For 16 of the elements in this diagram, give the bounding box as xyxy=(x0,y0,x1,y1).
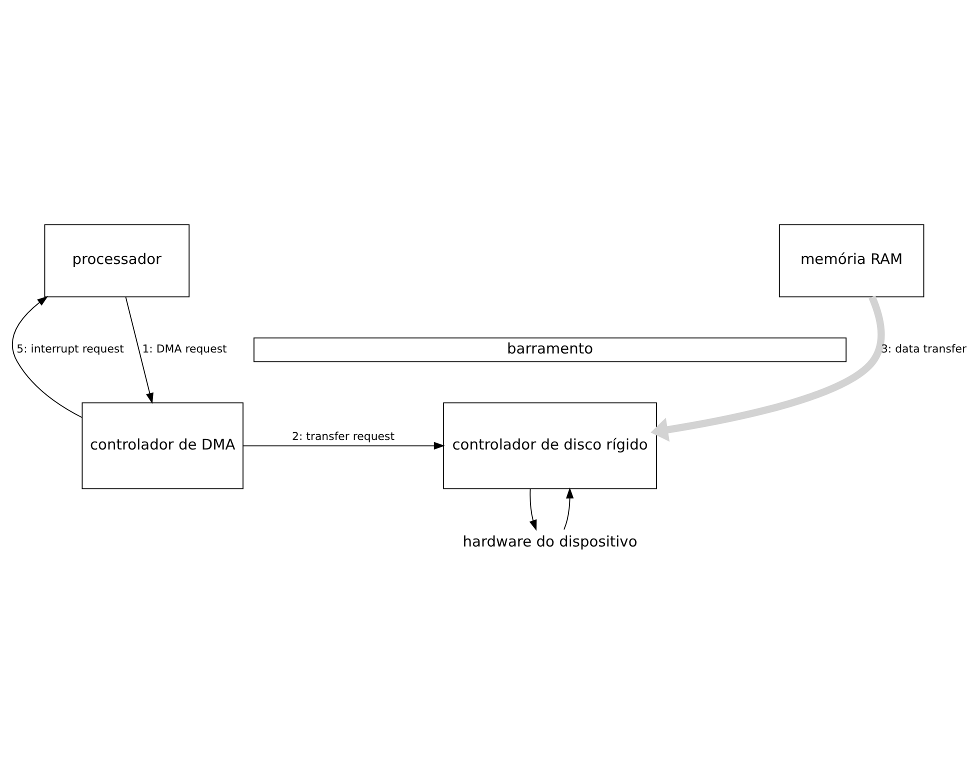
arrow xyxy=(529,488,537,530)
arrow xyxy=(650,295,885,442)
node-box: barramento xyxy=(254,337,847,362)
arrow xyxy=(12,296,82,418)
edge-label: 5: interrupt request xyxy=(16,342,124,356)
edge-label: 2: transfer request xyxy=(292,429,395,442)
node-box: controlador de DMA xyxy=(82,402,244,489)
node-box: processador xyxy=(44,224,190,297)
arrow xyxy=(242,441,445,450)
node-box: controlador de disco rígido xyxy=(443,402,657,489)
arrow xyxy=(125,296,154,404)
node-text: hardware do dispositivo xyxy=(462,533,638,550)
node-box: memória RAM xyxy=(778,224,924,297)
arrow xyxy=(564,486,574,530)
edge-label: 3: data transfer xyxy=(880,342,967,356)
edge-label: 1: DMA request xyxy=(142,342,227,356)
